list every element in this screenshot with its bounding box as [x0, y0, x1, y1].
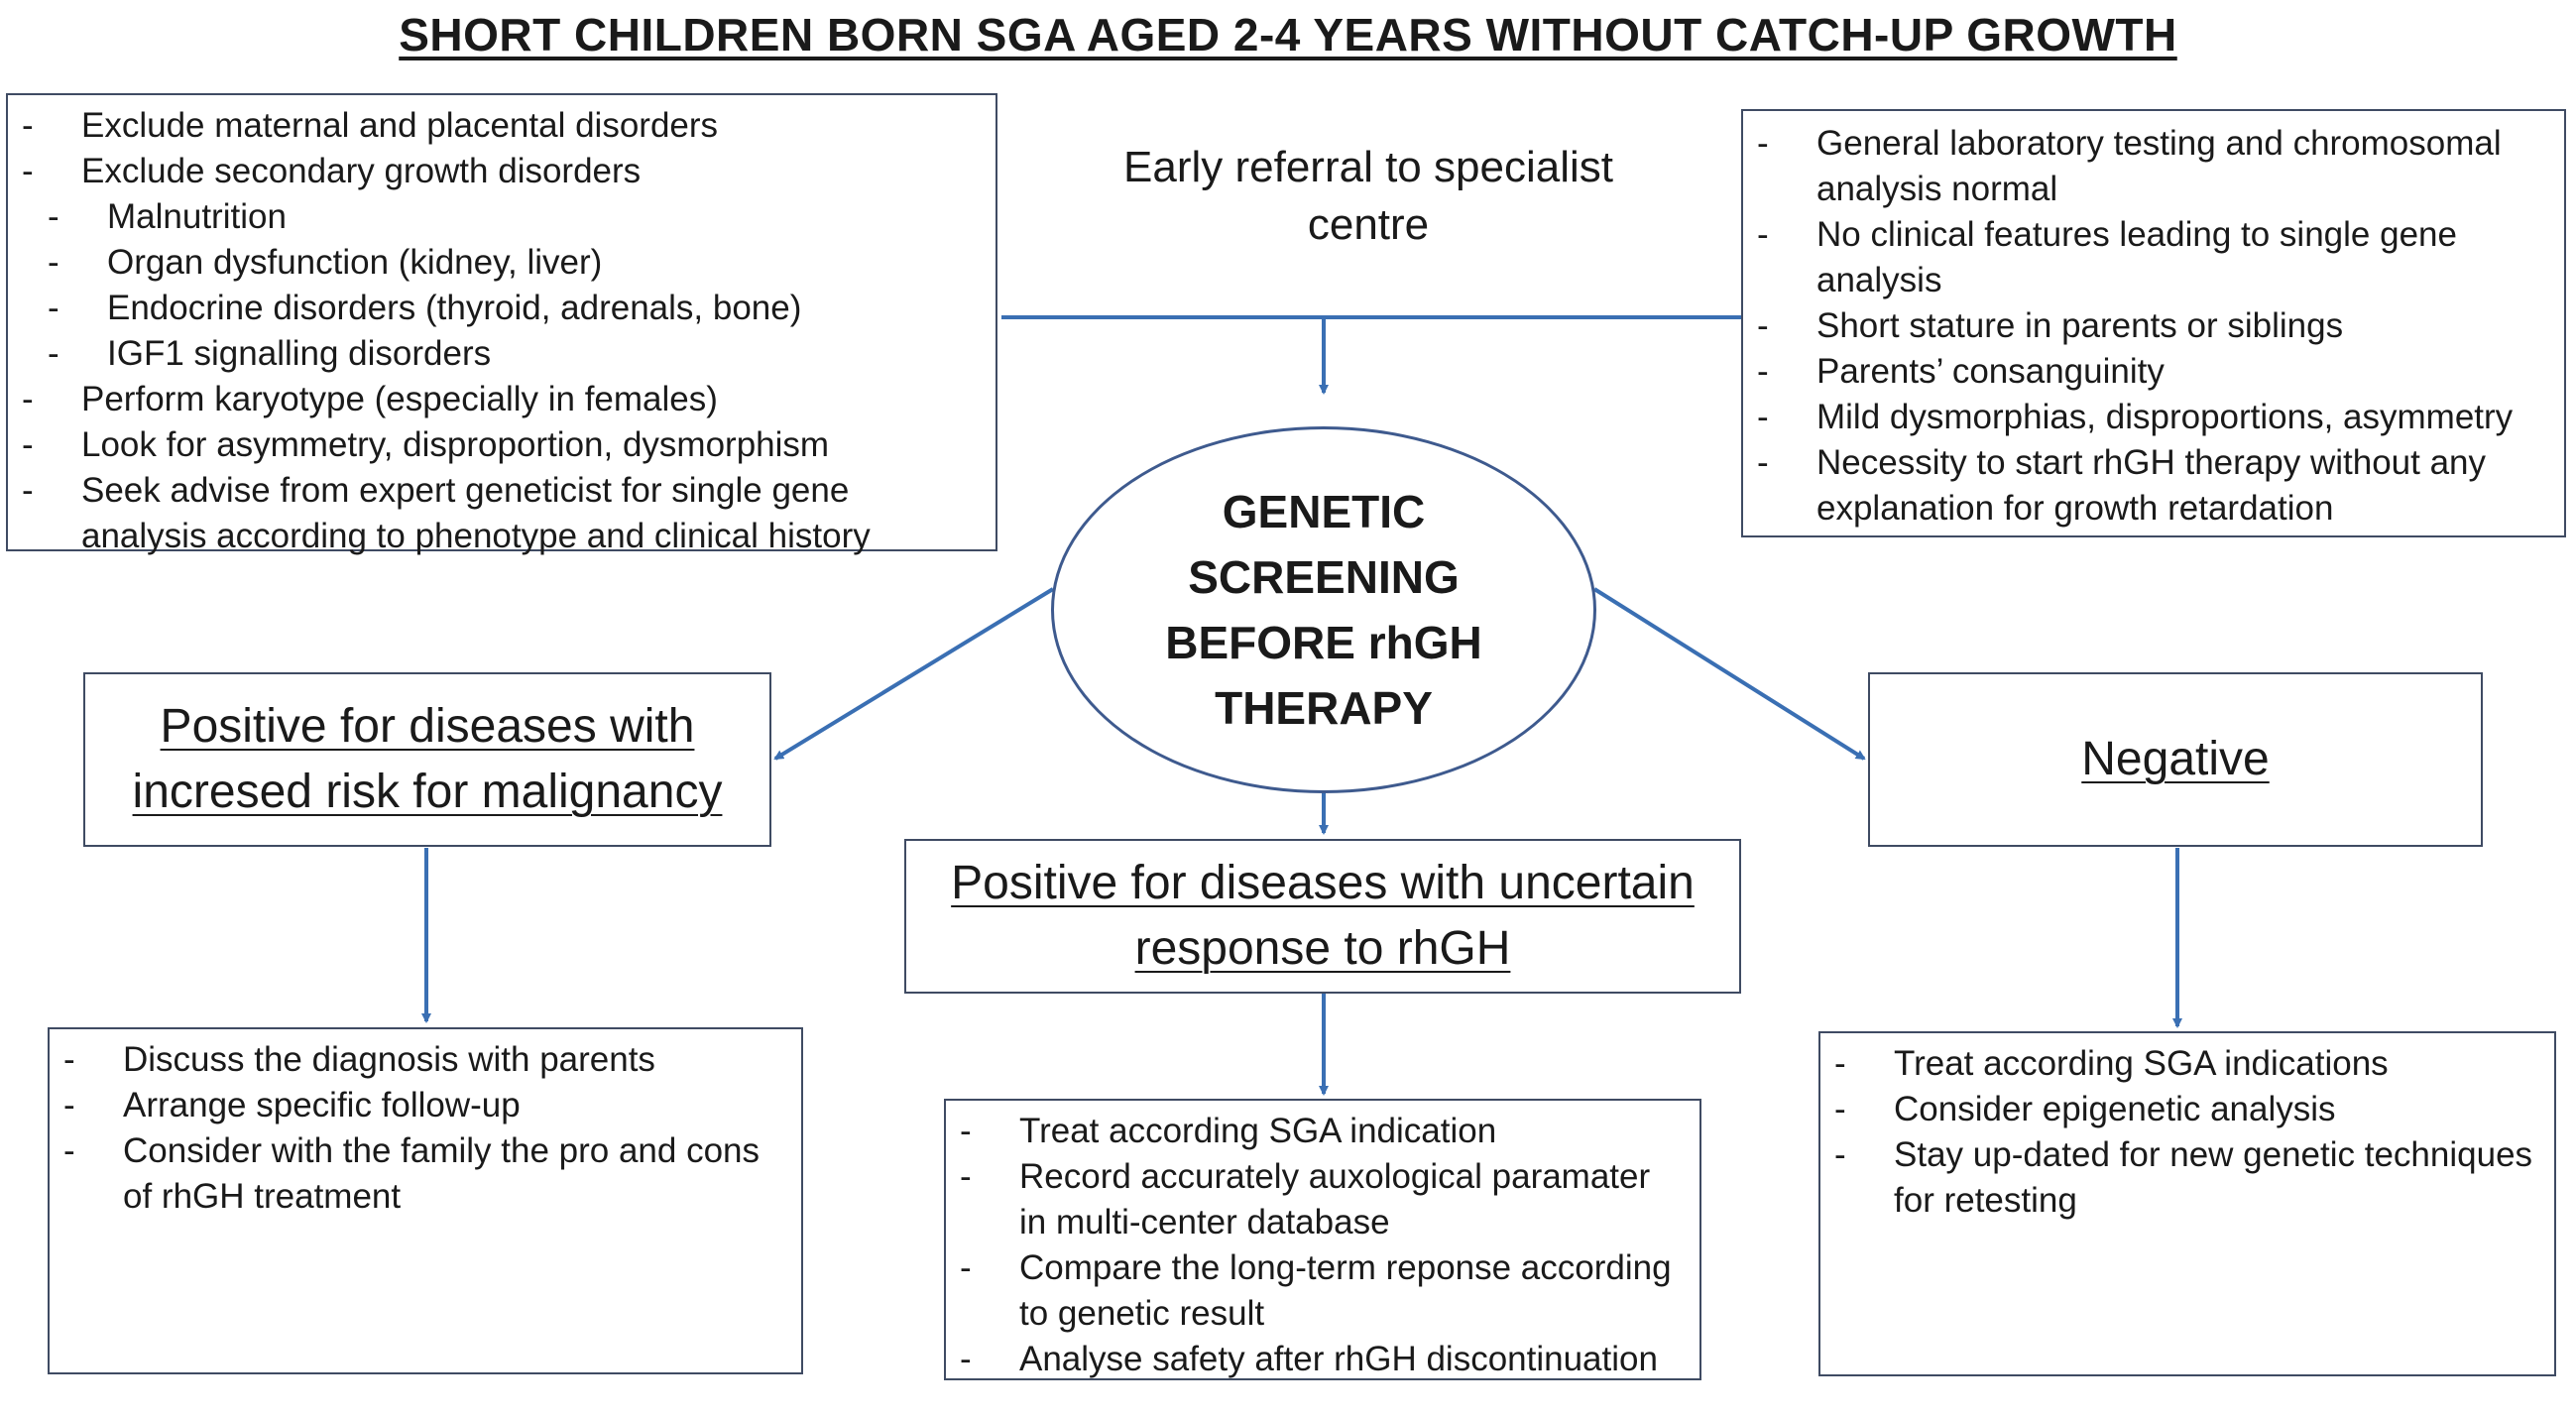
list-item: Mild dysmorphias, disproportions, asymme… [1743, 395, 2550, 440]
list-item: Arrange specific follow-up [50, 1083, 787, 1128]
list-item: Exclude maternal and placental disorders [8, 103, 982, 149]
list-item: IGF1 signalling disorders [8, 331, 982, 377]
list-item: Parents’ consanguinity [1743, 349, 2550, 395]
arrow-to-malignancy [773, 587, 1055, 761]
list-item: Stay up-dated for new genetic techniques… [1820, 1132, 2540, 1224]
list-item: Treat according SGA indications [1820, 1041, 2540, 1087]
actions-uncertain-box: Treat according SGA indication Record ac… [944, 1099, 1701, 1382]
outcome-uncertain-box: Positive for diseases with uncertain res… [904, 839, 1741, 994]
secondary-disorders-sublist: Malnutrition Organ dysfunction (kidney, … [8, 194, 982, 377]
exclusion-criteria-box: Exclude maternal and placental disorders… [6, 93, 997, 555]
list-item: Consider epigenetic analysis [1820, 1087, 2540, 1132]
diagram-title: SHORT CHILDREN BORN SGA AGED 2-4 YEARS W… [399, 9, 2177, 60]
list-item: Treat according SGA indication [946, 1109, 1686, 1154]
genetic-screening-node: GENETIC SCREENING BEFORE rhGH THERAPY [1051, 426, 1596, 793]
actions-malignancy-box: Discuss the diagnosis with parents Arran… [48, 1027, 803, 1374]
list-item: Record accurately auxological paramater … [946, 1154, 1686, 1245]
outcome-negative-box: Negative [1868, 672, 2483, 847]
outcome-uncertain-label: Positive for diseases with uncertain res… [951, 857, 1695, 975]
indication-list: General laboratory testing and chromosom… [1743, 121, 2550, 532]
actions-malignancy-list: Discuss the diagnosis with parents Arran… [50, 1037, 787, 1220]
actions-negative-list: Treat according SGA indications Consider… [1820, 1041, 2540, 1224]
list-item: Perform karyotype (especially in females… [8, 377, 982, 422]
outcome-malignancy-box: Positive for diseases with incresed risk… [83, 672, 771, 847]
list-item: Consider with the family the pro and con… [50, 1128, 787, 1220]
list-item: Short stature in parents or siblings [1743, 303, 2550, 349]
list-item: Organ dysfunction (kidney, liver) [8, 240, 982, 286]
list-item: Seek advise from expert geneticist for s… [8, 468, 982, 559]
list-item: Discuss the diagnosis with parents [50, 1037, 787, 1083]
list-item: Analyse safety after rhGH discontinuatio… [946, 1337, 1686, 1382]
exclusion-list: Exclude maternal and placental disorders… [8, 103, 982, 194]
outcome-negative-label: Negative [2081, 733, 2270, 785]
list-item: Necessity to start rhGH therapy without … [1743, 440, 2550, 532]
list-item: Look for asymmetry, disproportion, dysmo… [8, 422, 982, 468]
actions-negative-box: Treat according SGA indications Consider… [1818, 1031, 2556, 1376]
list-item: Compare the long-term reponse according … [946, 1245, 1686, 1337]
list-item: Malnutrition [8, 194, 982, 240]
list-item: General laboratory testing and chromosom… [1743, 121, 2550, 212]
actions-uncertain-list: Treat according SGA indication Record ac… [946, 1109, 1686, 1382]
arrow-to-negative [1592, 587, 1866, 761]
exclusion-list-continued: Perform karyotype (especially in females… [8, 377, 982, 559]
indication-criteria-box: General laboratory testing and chromosom… [1741, 109, 2566, 537]
list-item: Endocrine disorders (thyroid, adrenals, … [8, 286, 982, 331]
list-item: No clinical features leading to single g… [1743, 212, 2550, 303]
list-item: Exclude secondary growth disorders [8, 149, 982, 194]
outcome-malignancy-label: Positive for diseases with incresed risk… [132, 700, 723, 818]
early-referral-label: Early referral to specialist centre [1123, 143, 1613, 249]
genetic-screening-label: GENETIC SCREENING BEFORE rhGH THERAPY [1165, 486, 1482, 734]
